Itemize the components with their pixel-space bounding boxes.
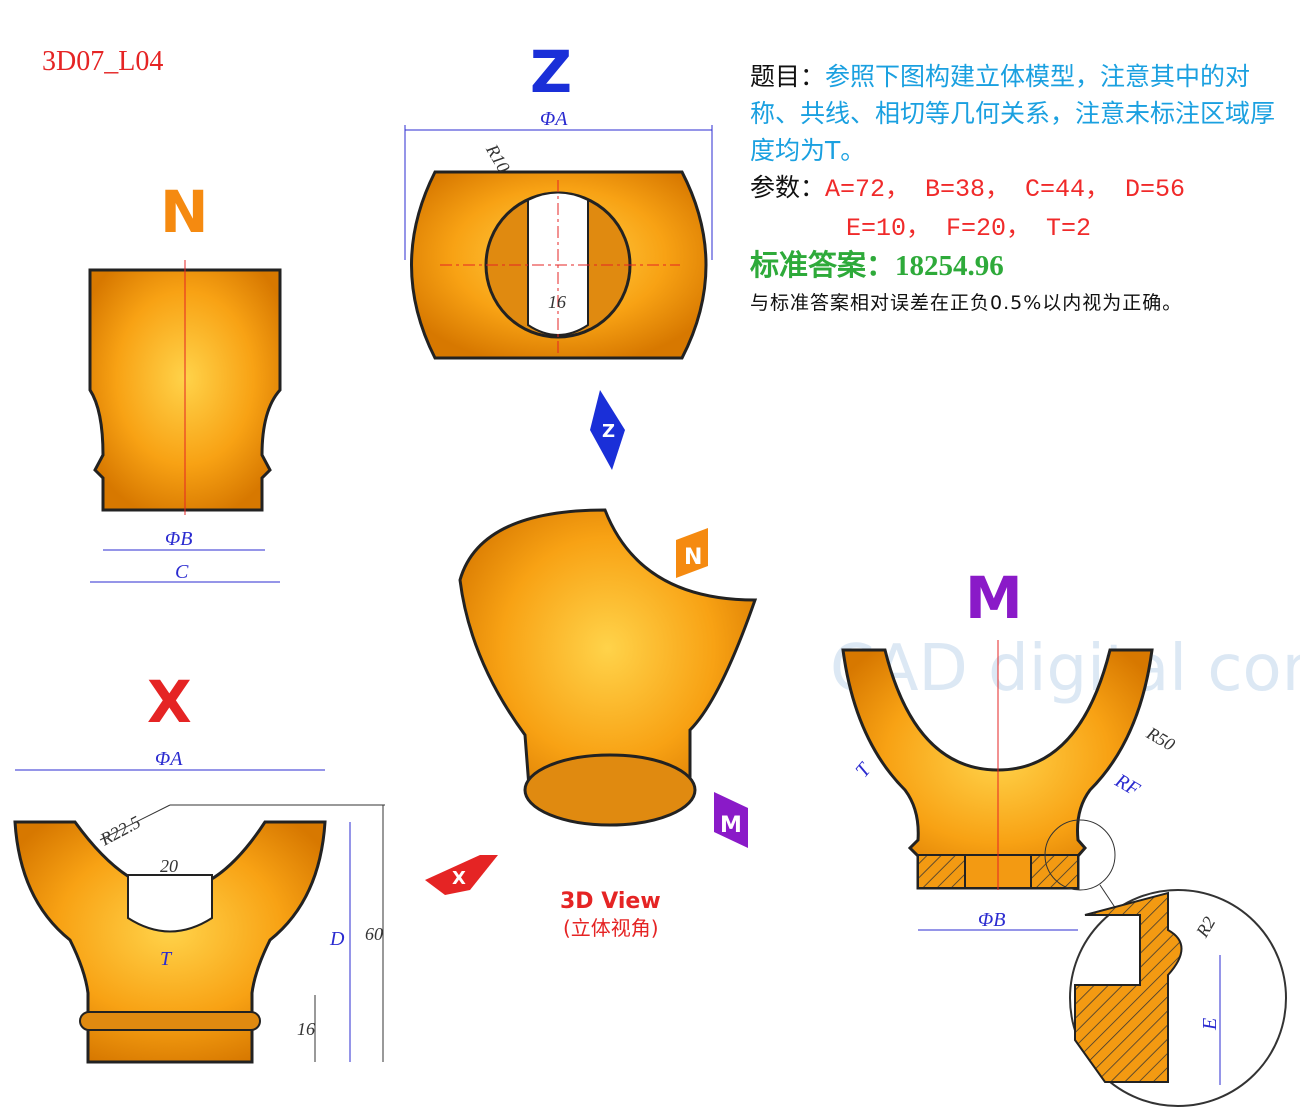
dim-m-rf: RF	[1110, 769, 1144, 801]
dim-m-t: T	[851, 758, 876, 782]
side-view-x: X ΦA R22.5 20 T D 60 16	[13, 668, 385, 1064]
dim-z-phiA: ΦA	[540, 108, 568, 130]
dim-x-60: 60	[365, 924, 383, 944]
params-label: 参数：	[750, 173, 826, 202]
problem-statement: 题目：参照下图构建立体模型，注意其中的对称、共线、相切等几何关系，注意未标注区域…	[750, 58, 1290, 322]
dim-x-r225: R22.5	[96, 812, 144, 850]
dim-m-phiB: ΦB	[978, 909, 1005, 931]
arrow-m-label: M	[720, 813, 742, 838]
arrow-n-label: N	[684, 545, 702, 570]
dim-n-c: C	[175, 561, 189, 583]
side-view-m: M ΦB R50 RF T R2 E	[841, 564, 1287, 1107]
watermark: CAD digital competition	[830, 632, 1300, 706]
dim-x-16: 16	[297, 1019, 315, 1039]
tolerance-note: 与标准答案相对误差在正负0.5%以内视为正确。	[750, 292, 1183, 314]
title-label: 题目：	[750, 62, 826, 91]
answer-label: 标准答案：	[750, 248, 896, 282]
arrow-x-label: X	[452, 868, 466, 889]
dim-n-phiB: ΦB	[165, 528, 192, 550]
view-label-m: M	[965, 564, 1023, 632]
dim-x-20: 20	[160, 856, 178, 876]
top-view-z: Z ΦA R10 16	[404, 38, 713, 360]
view3d-subtitle: (立体视角)	[563, 916, 659, 940]
view-label-z: Z	[530, 38, 572, 106]
dim-m-r50: R50	[1142, 722, 1178, 754]
arrow-z-label: Z	[602, 421, 615, 442]
front-view-n: N ΦB C	[88, 178, 282, 583]
params-line1: A=72， B=38， C=44， D=56	[825, 175, 1186, 204]
view-label-n: N	[160, 178, 209, 246]
title-text: 参照下图构建立体模型，注意其中的对称、共线、相切等几何关系，注意未标注区域厚度均…	[750, 62, 1276, 165]
view3d-title: 3D View	[560, 889, 661, 914]
dim-z-16: 16	[548, 292, 566, 312]
iso-view: Z N M X 3D View (立体视角)	[425, 390, 758, 940]
dim-x-d: D	[329, 928, 345, 950]
arrow-z	[590, 390, 625, 470]
dim-m-e: E	[1199, 1018, 1221, 1031]
answer-value: 18254.96	[895, 250, 1004, 282]
params-line2: E=10， F=20， T=2	[846, 214, 1092, 243]
dim-x-t: T	[160, 948, 173, 970]
view-label-x: X	[147, 668, 192, 736]
dim-x-phiA: ΦA	[155, 748, 183, 770]
drawing-code: 3D07_L04	[42, 46, 164, 77]
